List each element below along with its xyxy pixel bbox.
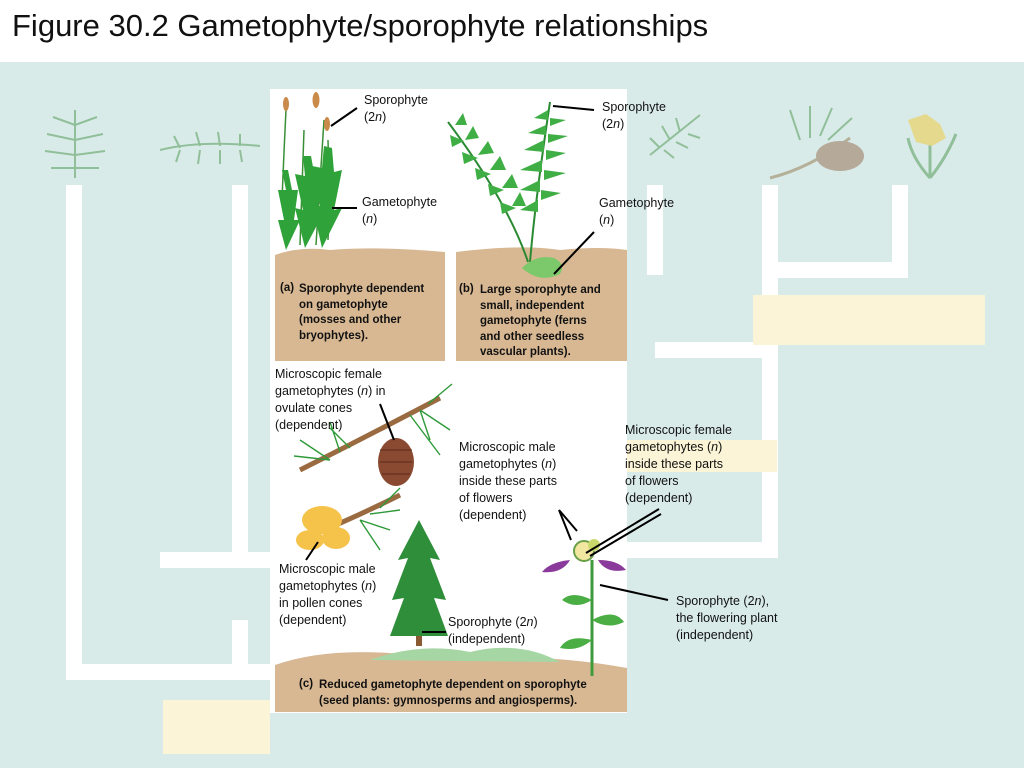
male-flower-parts-label-line3: inside these parts (459, 473, 557, 490)
pollen-cone-label-line3: in pollen cones (279, 595, 376, 612)
panel-b-caption-line4: and other seedless (480, 330, 601, 346)
pollen-cone-label-line1: Microscopic male (279, 561, 376, 578)
figure-title: Figure 30.2 Gametophyte/sporophyte relat… (12, 8, 708, 44)
flowering-sporophyte-label-line2: the flowering plant (676, 610, 777, 627)
panel-b-caption: Large sporophyte and small, independent … (480, 283, 601, 361)
moss-sporophyte-label-line1: Sporophyte (364, 92, 428, 109)
panel-c-caption-line2: (seed plants: gymnosperms and angiosperm… (319, 694, 587, 710)
panel-c-caption-line1: Reduced gametophyte dependent on sporoph… (319, 678, 587, 694)
flowering-sporophyte-label: Sporophyte (2n), the flowering plant (in… (676, 593, 777, 644)
placeholder-box-lower (163, 700, 270, 754)
placeholder-box-upper (753, 295, 985, 345)
fern-gametophyte-label-line1: Gametophyte (599, 195, 674, 212)
panel-c-caption: Reduced gametophyte dependent on sporoph… (319, 678, 587, 709)
ovulate-cone-label-line4: (dependent) (275, 417, 386, 434)
ovulate-cone-label-line2: gametophytes (n) in (275, 383, 386, 400)
ovulate-cone-label: Microscopic female gametophytes (n) in o… (275, 366, 386, 434)
fern-sporophyte-label: Sporophyte (2n) (602, 99, 666, 133)
moss-sporophyte-label-line2: (2n) (364, 109, 428, 126)
panel-a-caption: Sporophyte dependent on gametophyte (mos… (299, 282, 424, 344)
panel-c-tag: (c) (299, 678, 313, 690)
conifer-sporophyte-label: Sporophyte (2n) (independent) (448, 614, 538, 648)
male-flower-parts-label-line4: of flowers (459, 490, 557, 507)
pollen-cone-label: Microscopic male gametophytes (n) in pol… (279, 561, 376, 629)
fern-gametophyte-label: Gametophyte (n) (599, 195, 674, 229)
moss-sporophyte-label: Sporophyte (2n) (364, 92, 428, 126)
panel-a-caption-line2: on gametophyte (299, 298, 424, 314)
ovulate-cone-label-line1: Microscopic female (275, 366, 386, 383)
fern-gametophyte-label-line2: (n) (599, 212, 674, 229)
female-flower-parts-label-line3: inside these parts (625, 456, 732, 473)
ovulate-cone-label-line3: ovulate cones (275, 400, 386, 417)
flowering-sporophyte-label-line1: Sporophyte (2n), (676, 593, 777, 610)
moss-gametophyte-label: Gametophyte (n) (362, 194, 437, 228)
conifer-sporophyte-label-line1: Sporophyte (2n) (448, 614, 538, 631)
female-flower-parts-label-line4: of flowers (625, 473, 732, 490)
male-flower-parts-label-line5: (dependent) (459, 507, 557, 524)
conifer-sporophyte-label-line2: (independent) (448, 631, 538, 648)
male-flower-parts-label-line2: gametophytes (n) (459, 456, 557, 473)
female-flower-parts-label-line1: Microscopic female (625, 422, 732, 439)
panel-b-tag: (b) (459, 283, 474, 295)
male-flower-parts-label-line1: Microscopic male (459, 439, 557, 456)
panel-a-caption-line4: bryophytes). (299, 329, 424, 345)
panel-a-tag: (a) (280, 282, 294, 294)
pollen-cone-label-line4: (dependent) (279, 612, 376, 629)
panel-b-caption-line2: small, independent (480, 299, 601, 315)
female-flower-parts-label: Microscopic female gametophytes (n) insi… (625, 422, 732, 507)
fern-sporophyte-label-line1: Sporophyte (602, 99, 666, 116)
panel-a-caption-line3: (mosses and other (299, 313, 424, 329)
panel-b-caption-line5: vascular plants). (480, 345, 601, 361)
panel-a-caption-line1: Sporophyte dependent (299, 282, 424, 298)
moss-gametophyte-label-line1: Gametophyte (362, 194, 437, 211)
male-flower-parts-label: Microscopic male gametophytes (n) inside… (459, 439, 557, 524)
moss-gametophyte-label-line2: (n) (362, 211, 437, 228)
panel-b-caption-line3: gametophyte (ferns (480, 314, 601, 330)
panel-b-caption-line1: Large sporophyte and (480, 283, 601, 299)
female-flower-parts-label-line5: (dependent) (625, 490, 732, 507)
pollen-cone-label-line2: gametophytes (n) (279, 578, 376, 595)
fern-sporophyte-label-line2: (2n) (602, 116, 666, 133)
female-flower-parts-label-line2: gametophytes (n) (625, 439, 732, 456)
flowering-sporophyte-label-line3: (independent) (676, 627, 777, 644)
